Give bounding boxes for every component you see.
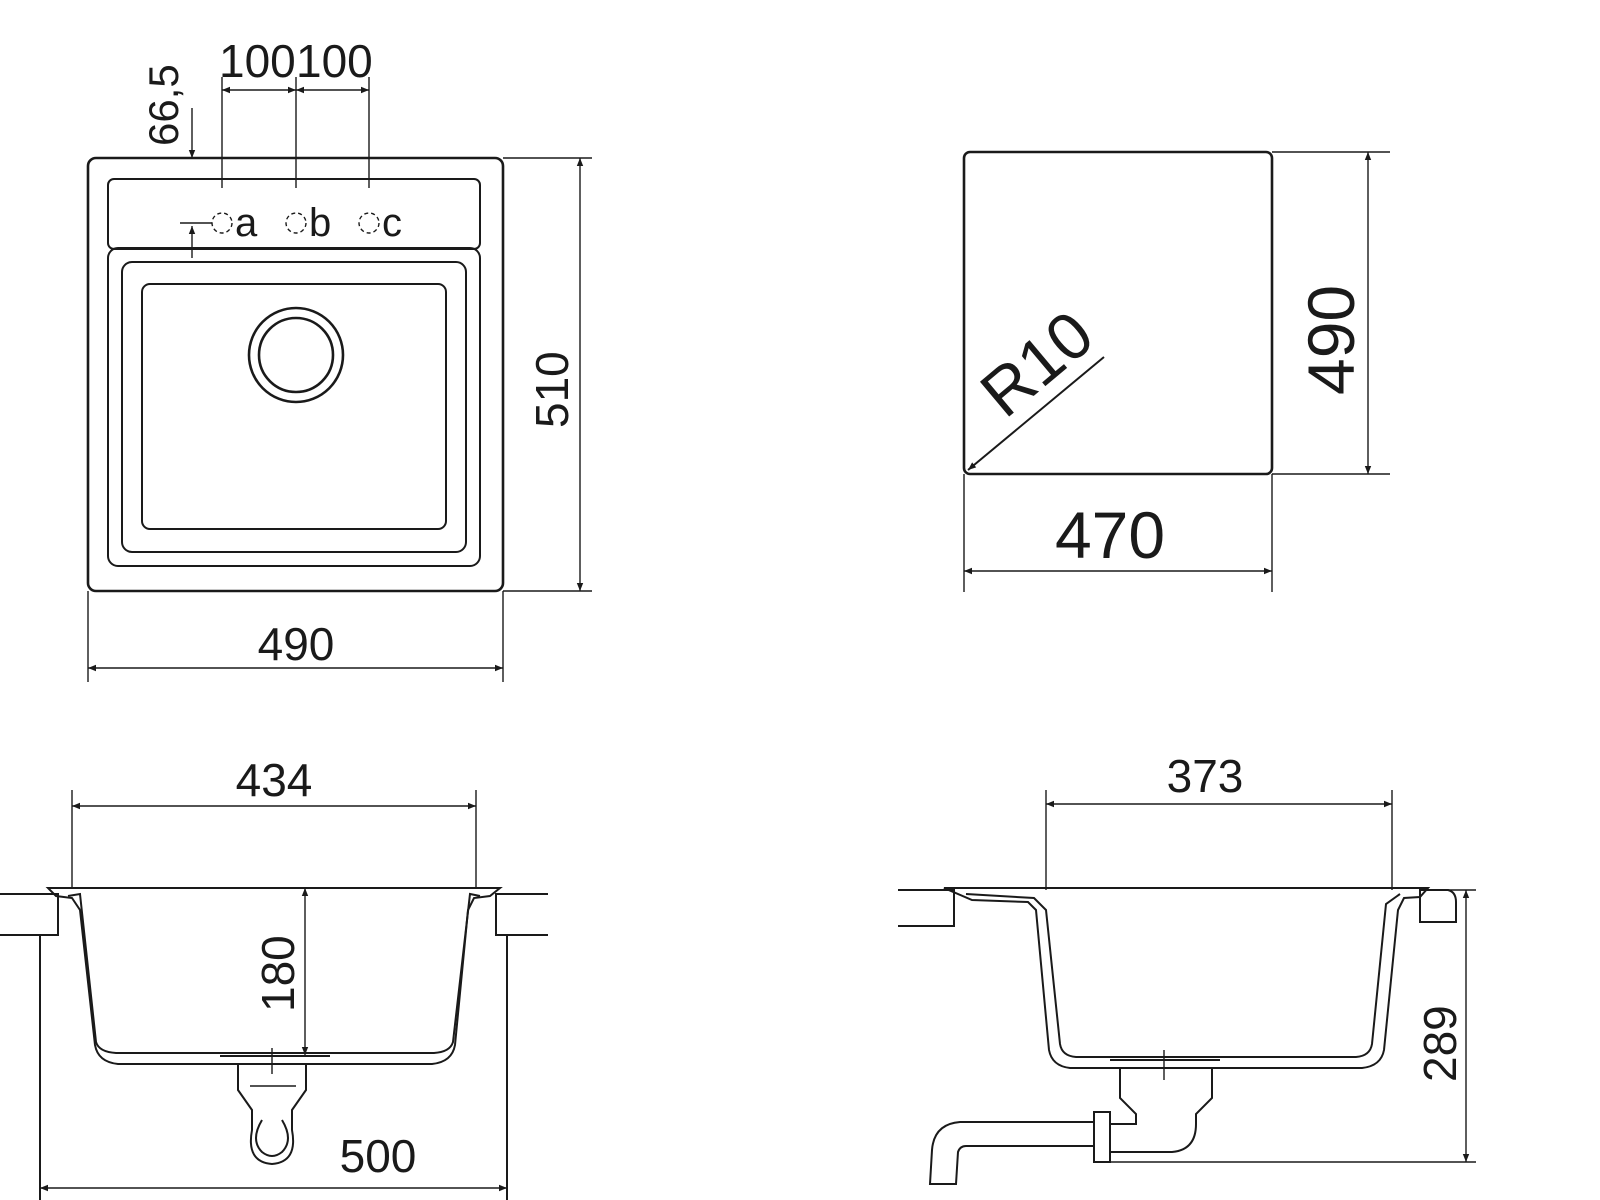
drain-inner-icon: [257, 316, 335, 394]
corner-radius-leader: [967, 356, 1105, 471]
tap-label-a: a: [235, 201, 258, 245]
countertop-right: [495, 893, 548, 936]
side-sink-body-inner: [965, 893, 1401, 1058]
front-section-view: 434 180 500: [0, 754, 548, 1200]
front-bowl-width-label: 434: [236, 754, 313, 806]
side-trap-coupling: [1093, 1111, 1111, 1163]
corner-radius-label: R10: [966, 296, 1106, 431]
top-view: a b c 100 100 66,5 510 490: [86, 35, 592, 682]
side-section-view: 373 289: [898, 750, 1476, 1185]
side-countertop-right: [1419, 889, 1457, 923]
sink-body-inner: [67, 892, 481, 1054]
tap-spacing-1-label: 100: [219, 35, 296, 87]
side-countertop-left: [898, 889, 955, 927]
cutout-view: 490 470 R10: [962, 150, 1390, 592]
countertop-left: [0, 893, 59, 936]
side-drain-trap: [1109, 1068, 1213, 1153]
tap-label-b: b: [309, 201, 331, 245]
tap-label-c: c: [382, 201, 402, 245]
cutout-depth-label: 490: [1294, 285, 1368, 395]
cutout-outline: [962, 150, 1274, 476]
drain-outer-icon: [247, 306, 345, 404]
overall-depth-label: 510: [526, 351, 578, 428]
total-height-label: 289: [1414, 1005, 1466, 1082]
tap-ledge: [107, 178, 481, 250]
side-bowl-width-label: 373: [1167, 750, 1244, 802]
cutout-width-label: 470: [1055, 498, 1165, 572]
bowl-depth-label: 180: [252, 935, 304, 1012]
bowl-rim-outer: [107, 247, 481, 567]
tap-offset-label: 66,5: [140, 64, 187, 146]
bowl-rim-inner: [121, 261, 467, 553]
overall-width-label: 490: [258, 618, 335, 670]
side-outlet-pipe: [928, 1121, 1094, 1185]
tap-hole-b-icon: [285, 212, 307, 234]
drain-body: [237, 1064, 307, 1166]
tap-hole-a-icon: [211, 212, 233, 234]
tap-hole-c-icon: [358, 212, 380, 234]
sink-outer-outline: [86, 156, 505, 593]
tap-spacing-2-label: 100: [296, 35, 373, 87]
cabinet-width-label: 500: [340, 1130, 417, 1182]
side-sink-body-outer: [943, 887, 1431, 1069]
drain-trap: [255, 1119, 289, 1157]
sink-body-outer: [45, 887, 503, 1065]
bowl-floor: [141, 283, 447, 530]
